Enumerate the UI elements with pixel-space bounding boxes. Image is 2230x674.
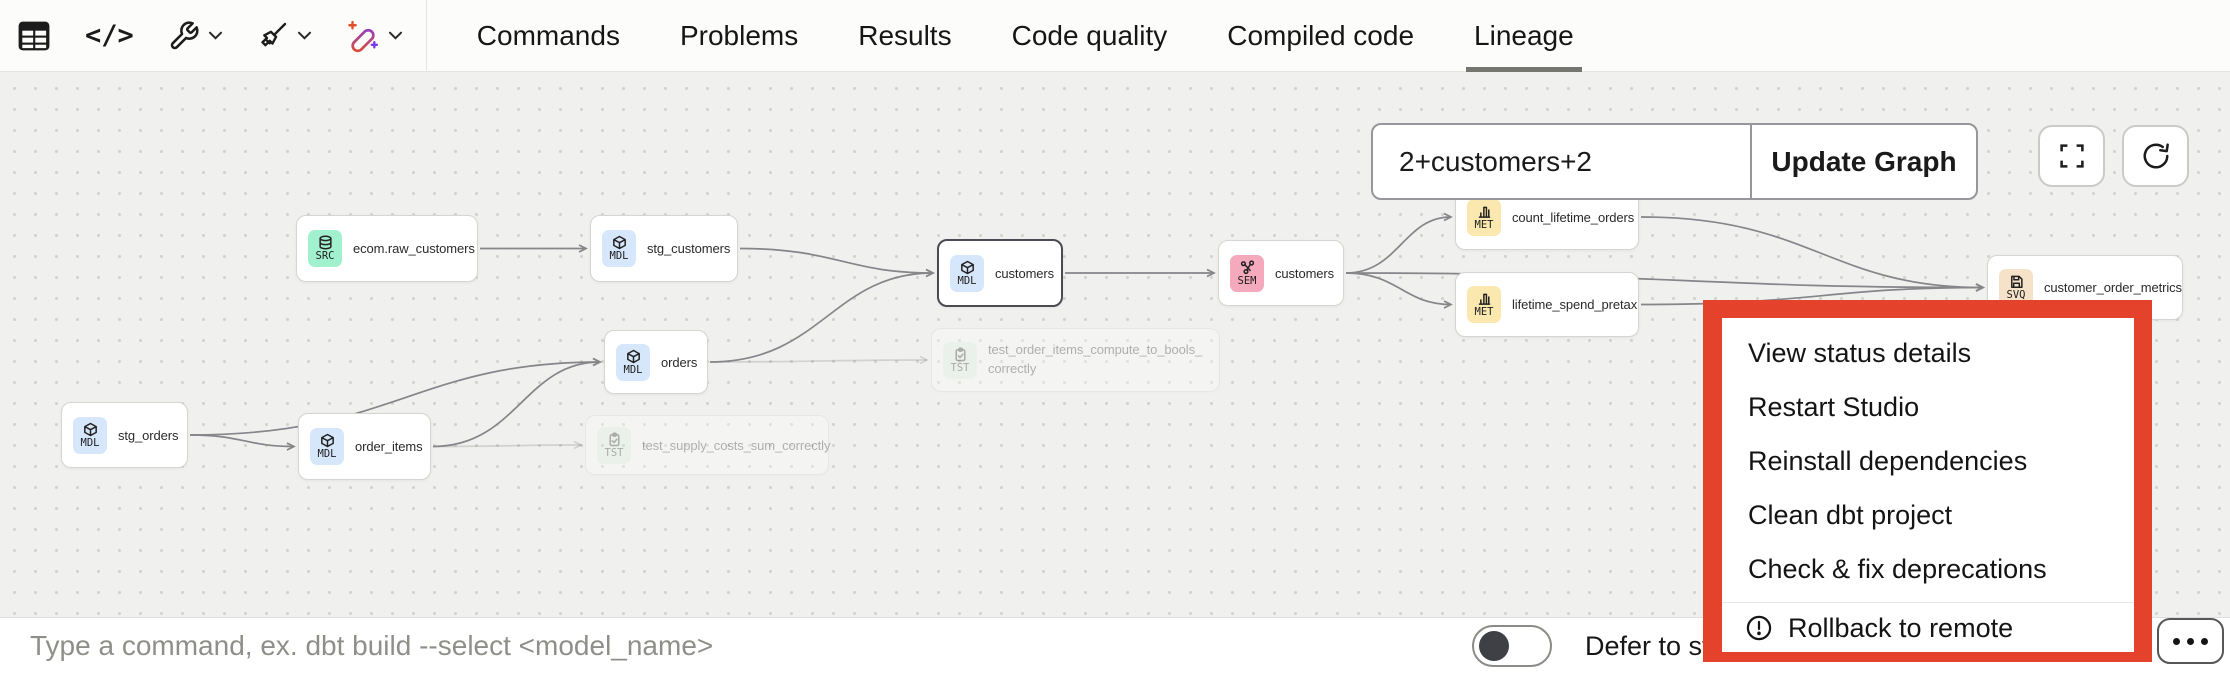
mdl-badge-icon bbox=[960, 260, 974, 274]
node-type-badge: MDL bbox=[73, 416, 107, 454]
lineage-node-ecom-raw-customers[interactable]: SRC ecom.raw_customers bbox=[296, 215, 478, 282]
ellipsis-icon bbox=[2173, 637, 2180, 645]
node-type-badge: MDL bbox=[602, 230, 636, 267]
broom-icon bbox=[261, 22, 286, 46]
menu-item-label: Rollback to remote bbox=[1788, 612, 2014, 643]
node-label: stg_orders bbox=[118, 427, 179, 443]
node-type-badge: MDL bbox=[950, 254, 984, 292]
node-label: customers bbox=[995, 265, 1055, 281]
fullscreen-icon bbox=[2059, 144, 2084, 168]
magic-wand-icon bbox=[347, 20, 378, 52]
node-label: test_order_items_compute_to_bools_correc… bbox=[988, 342, 1203, 376]
update-graph-button[interactable]: Update Graph bbox=[1771, 145, 1957, 177]
mdl-badge-icon bbox=[320, 433, 334, 448]
chevron-down-icon bbox=[297, 31, 311, 40]
menu-item-reinstall-dependencies[interactable]: Reinstall dependencies bbox=[1748, 445, 2028, 476]
mdl-badge-icon bbox=[612, 235, 626, 250]
tab-lineage[interactable]: Lineage bbox=[1444, 0, 1604, 72]
toggle-knob bbox=[1479, 631, 1509, 661]
lineage-node-lifetime-spend-pretax[interactable]: MET lifetime_spend_pretax bbox=[1455, 272, 1639, 337]
menu-item-restart-studio[interactable]: Restart Studio bbox=[1748, 391, 1920, 422]
met-badge-icon bbox=[1478, 293, 1490, 305]
command-input[interactable] bbox=[0, 619, 1400, 673]
table-icon bbox=[18, 21, 50, 50]
node-label: order_items bbox=[355, 439, 423, 454]
code-editor-button[interactable]: </> bbox=[68, 0, 151, 72]
sem-badge-icon bbox=[1240, 259, 1254, 274]
node-label: customer_order_metrics bbox=[2044, 280, 2182, 295]
node-label: test_supply_costs_sum_correctly bbox=[642, 437, 831, 453]
node-label: orders bbox=[661, 354, 698, 370]
defer-label: Defer to sta bbox=[1585, 631, 1725, 661]
alert-icon bbox=[1746, 616, 1772, 641]
defer-toggle[interactable] bbox=[1472, 625, 1552, 667]
node-type-badge: MET bbox=[1467, 286, 1501, 323]
node-label: count_lifetime_orders bbox=[1512, 209, 1635, 225]
node-type-badge: SRC bbox=[308, 230, 342, 267]
tab-commands[interactable]: Commands bbox=[476, 19, 620, 51]
node-type-badge: TST bbox=[943, 341, 977, 379]
node-type-badge: MDL bbox=[310, 428, 344, 465]
table-view-button[interactable] bbox=[0, 0, 68, 72]
node-type-badge: MDL bbox=[616, 343, 650, 381]
lineage-node-customers-semantic[interactable]: SEM customers bbox=[1218, 240, 1344, 306]
lineage-node-test-order-items[interactable]: TST test_order_items_compute_to_bools_cor… bbox=[931, 328, 1220, 392]
toolbar-divider bbox=[425, 0, 427, 72]
code-icon: </> bbox=[85, 20, 134, 51]
refresh-icon bbox=[2143, 143, 2169, 169]
tst-badge-icon bbox=[608, 432, 620, 446]
node-label: customers bbox=[1275, 265, 1335, 281]
node-label: lifetime_spend_pretax bbox=[1512, 297, 1638, 312]
lineage-node-orders[interactable]: MDL orders bbox=[604, 330, 708, 394]
build-tools-button[interactable] bbox=[151, 0, 240, 72]
cleanup-tools-button[interactable] bbox=[240, 0, 329, 72]
tab-problems[interactable]: Problems bbox=[679, 19, 799, 51]
lineage-selector-input[interactable]: 2+customers+2 bbox=[1373, 125, 1752, 198]
lineage-node-customers-model[interactable]: MDL customers bbox=[937, 239, 1063, 307]
tst-badge-icon bbox=[954, 347, 966, 361]
menu-item-view-status-details[interactable]: View status details bbox=[1748, 337, 1972, 368]
fullscreen-button[interactable] bbox=[2038, 125, 2105, 187]
refresh-button[interactable] bbox=[2122, 125, 2189, 187]
wrench-icon bbox=[170, 20, 199, 49]
tab-compiled-code[interactable]: Compiled code bbox=[1227, 19, 1415, 51]
tab-code-quality[interactable]: Code quality bbox=[1011, 19, 1168, 51]
ai-assist-button[interactable] bbox=[329, 0, 420, 72]
src-badge-icon bbox=[318, 235, 332, 250]
node-type-badge: SEM bbox=[1230, 254, 1264, 292]
top-toolbar: </> bbox=[0, 0, 2230, 72]
node-type-badge: MET bbox=[1467, 198, 1501, 236]
menu-item-clean-dbt-project[interactable]: Clean dbt project bbox=[1748, 499, 1953, 530]
chevron-down-icon bbox=[388, 31, 402, 40]
menu-item-check-fix-deprecations[interactable]: Check & fix deprecations bbox=[1748, 554, 2047, 585]
met-badge-icon bbox=[1478, 206, 1490, 218]
lineage-node-stg-customers[interactable]: MDL stg_customers bbox=[590, 215, 738, 282]
more-options-button[interactable] bbox=[2157, 618, 2224, 664]
node-type-badge: TST bbox=[597, 426, 631, 464]
tab-results[interactable]: Results bbox=[858, 19, 952, 51]
lineage-selector-panel: 2+customers+2 Update Graph bbox=[1371, 123, 1978, 200]
mdl-badge-icon bbox=[83, 422, 97, 436]
lineage-node-stg-orders[interactable]: MDL stg_orders bbox=[61, 402, 188, 468]
node-type-badge: SVQ bbox=[1999, 269, 2033, 306]
svq-badge-icon bbox=[2010, 275, 2023, 289]
node-label: ecom.raw_customers bbox=[353, 241, 475, 256]
lineage-node-test-supply-costs[interactable]: TST test_supply_costs_sum_correctly bbox=[585, 415, 831, 475]
lineage-node-order-items[interactable]: MDL order_items bbox=[298, 413, 431, 480]
chevron-down-icon bbox=[208, 31, 222, 40]
menu-item-rollback-to-remote[interactable]: Rollback to remote bbox=[1722, 605, 2134, 652]
mdl-badge-icon bbox=[626, 349, 640, 363]
panel-tabs: Commands Problems Results Code quality Compi… bbox=[447, 0, 1604, 72]
node-label: stg_customers bbox=[647, 241, 731, 256]
menu-divider bbox=[1722, 601, 2134, 603]
